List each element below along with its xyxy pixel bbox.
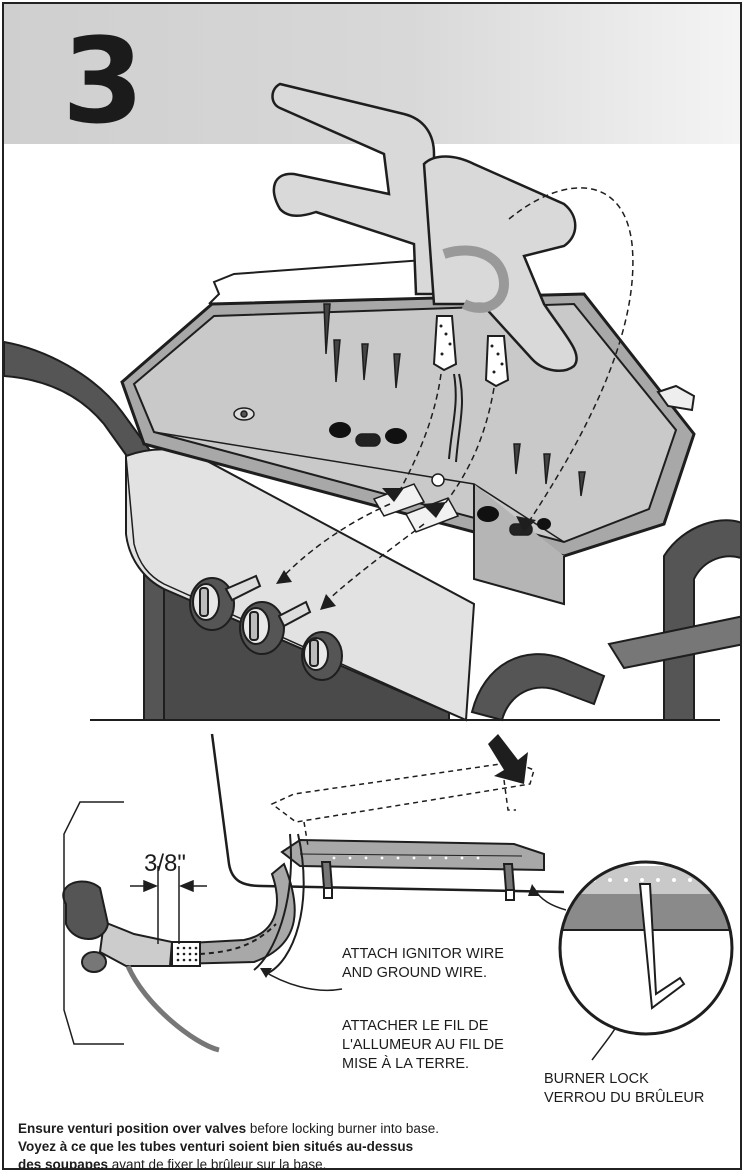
venturi-tube-detail — [168, 862, 296, 967]
valve-assembly — [62, 880, 220, 1053]
installed-burner — [280, 838, 545, 901]
ignitor-instruction-en: ATTACH IGNITOR WIRE AND GROUND WIRE. — [342, 946, 504, 981]
step-number: 3 — [62, 12, 144, 150]
burner-lock-magnifier — [558, 860, 734, 1036]
caption-fr-bold-1: Voyez à ce que les tubes venturi soient … — [18, 1139, 414, 1155]
caption-en-rest: before locking burner into base. — [246, 1121, 439, 1136]
venturi-tube — [432, 315, 510, 388]
caption-en-bold: Ensure venturi position over valves — [18, 1121, 247, 1136]
control-knob — [301, 631, 343, 681]
burner — [271, 82, 578, 372]
ignitor-instruction-fr: ATTACHER LE FIL DE L'ALLUMEUR AU FIL DE … — [342, 1018, 504, 1072]
ignitor-wire-detail — [199, 833, 305, 975]
downward-arrow — [488, 734, 528, 784]
placement-guide-arrow — [279, 187, 634, 605]
caption-fr-bold-2: des soupapes — [18, 1157, 109, 1170]
caption: Ensure venturi position over valves befo… — [18, 1120, 738, 1170]
arrowhead — [276, 488, 536, 610]
burner-lock-label-en: BURNER LOCK — [544, 1071, 649, 1087]
leader-arrowhead — [260, 884, 540, 978]
detail-callout-bracket — [63, 801, 124, 1045]
dimension-marker — [130, 866, 207, 944]
caption-en: Ensure venturi position over valves befo… — [18, 1120, 738, 1138]
caption-fr-line-1: Voyez à ce que les tubes venturi soient … — [18, 1138, 738, 1156]
side-hanger-bracket — [656, 384, 696, 412]
firebox-wall-section — [210, 733, 565, 894]
assembly-illustration — [4, 82, 740, 1061]
valve-stem — [224, 574, 312, 628]
burner-lock-label-fr: VERROU DU BRÛLEUR — [544, 1090, 705, 1106]
caption-fr-line-2: des soupapes avant de fixer le brûleur s… — [18, 1156, 738, 1170]
dimension-label: 3/8" — [144, 850, 186, 877]
burner-lowering-ghost — [270, 761, 535, 847]
caption-fr-rest: avant de fixer le brûleur sur la base. — [108, 1157, 327, 1170]
wing-nut — [233, 407, 255, 421]
control-knob — [189, 577, 235, 631]
control-knob — [239, 601, 285, 655]
ignitor-wire — [448, 373, 464, 463]
